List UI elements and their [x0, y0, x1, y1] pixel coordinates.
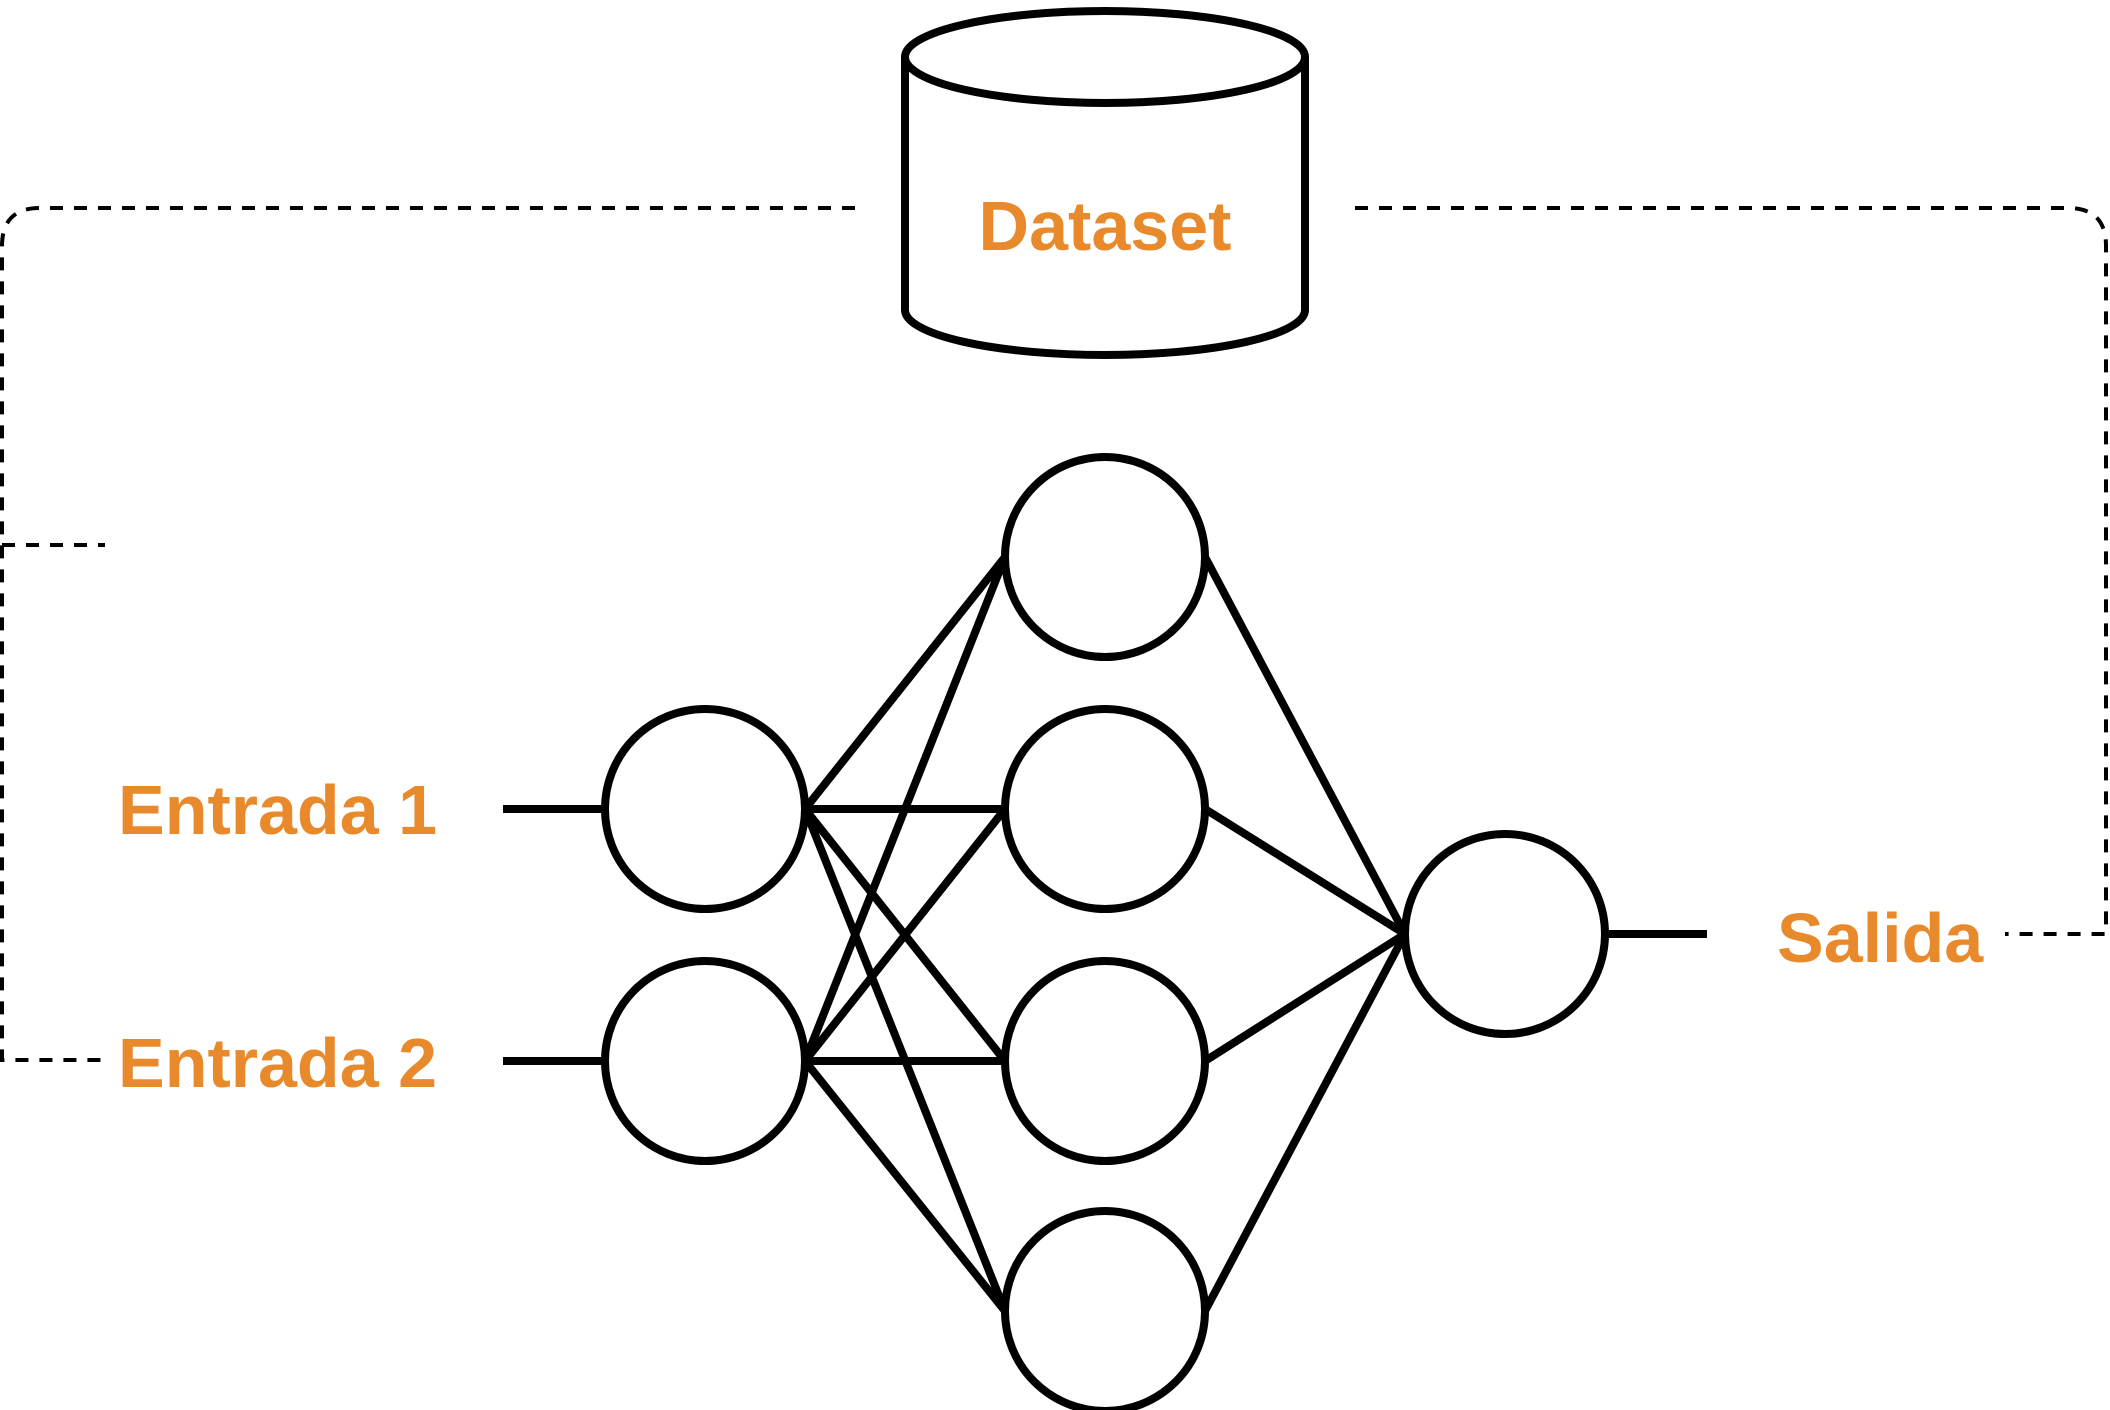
hidden-neuron-3 — [1001, 957, 1209, 1165]
edge-i2-h1 — [801, 553, 1009, 1065]
edge-i1-h1 — [801, 553, 1009, 813]
edge-h3-o1 — [1201, 930, 1409, 1065]
hidden-neuron-2 — [1001, 705, 1209, 913]
input-connectors — [503, 805, 602, 1065]
network-connections — [801, 553, 1409, 1315]
input-neuron-1 — [601, 705, 809, 913]
neurons — [601, 453, 1609, 1410]
input-2-label: Entrada 2 — [118, 1024, 437, 1102]
edge-h2-o1 — [1201, 805, 1409, 938]
database-icon — [901, 7, 1309, 359]
loop-left-path — [0, 206, 855, 1062]
input-neuron-2 — [601, 957, 809, 1165]
output-label: Salida — [1777, 899, 1984, 977]
hidden-neuron-4 — [1001, 1207, 1209, 1410]
edge-h4-o1 — [1201, 930, 1409, 1315]
dataset-loop — [0, 206, 2108, 1062]
edge-i2-h4 — [801, 1057, 1009, 1315]
dataset-label: Dataset — [979, 187, 1232, 265]
cylinder-body — [901, 57, 1309, 359]
cylinder-top — [901, 7, 1309, 107]
loop-right-path — [1355, 206, 2108, 936]
hidden-neuron-1 — [1001, 453, 1209, 661]
edge-h1-o1 — [1201, 553, 1409, 938]
input-1-label: Entrada 1 — [118, 771, 437, 849]
edge-i2-h2 — [801, 805, 1009, 1065]
output-neuron — [1401, 830, 1609, 1038]
